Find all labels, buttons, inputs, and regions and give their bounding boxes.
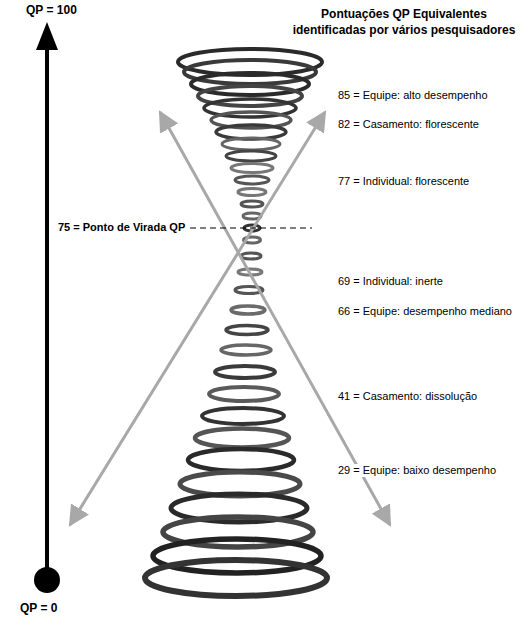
diagram-title: Pontuações QP Equivalentes identificadas… bbox=[285, 6, 523, 38]
axis-origin-dot bbox=[34, 567, 60, 593]
qp-score-label: 66 = Equipe: desempenho mediano bbox=[336, 305, 514, 318]
qp-score-label: 85 = Equipe: alto desempenho bbox=[336, 89, 490, 102]
grey-double-arrow bbox=[70, 112, 325, 525]
axis-max-label: QP = 100 bbox=[24, 3, 79, 17]
qp-score-label: 29 = Equipe: baixo desempenho bbox=[336, 464, 498, 477]
qp-score-label: 82 = Casamento: florescente bbox=[336, 118, 481, 131]
turning-point-label: 75 = Ponto de Virada QP bbox=[56, 221, 187, 234]
qp-axis bbox=[45, 44, 49, 570]
qp-score-label: 69 = Individual: inerte bbox=[336, 275, 445, 288]
qp-score-label: 41 = Casamento: dissolução bbox=[336, 390, 479, 403]
qp-score-label: 77 = Individual: florescente bbox=[336, 175, 471, 188]
axis-min-label: QP = 0 bbox=[18, 601, 59, 615]
axis-arrowhead bbox=[36, 22, 58, 50]
